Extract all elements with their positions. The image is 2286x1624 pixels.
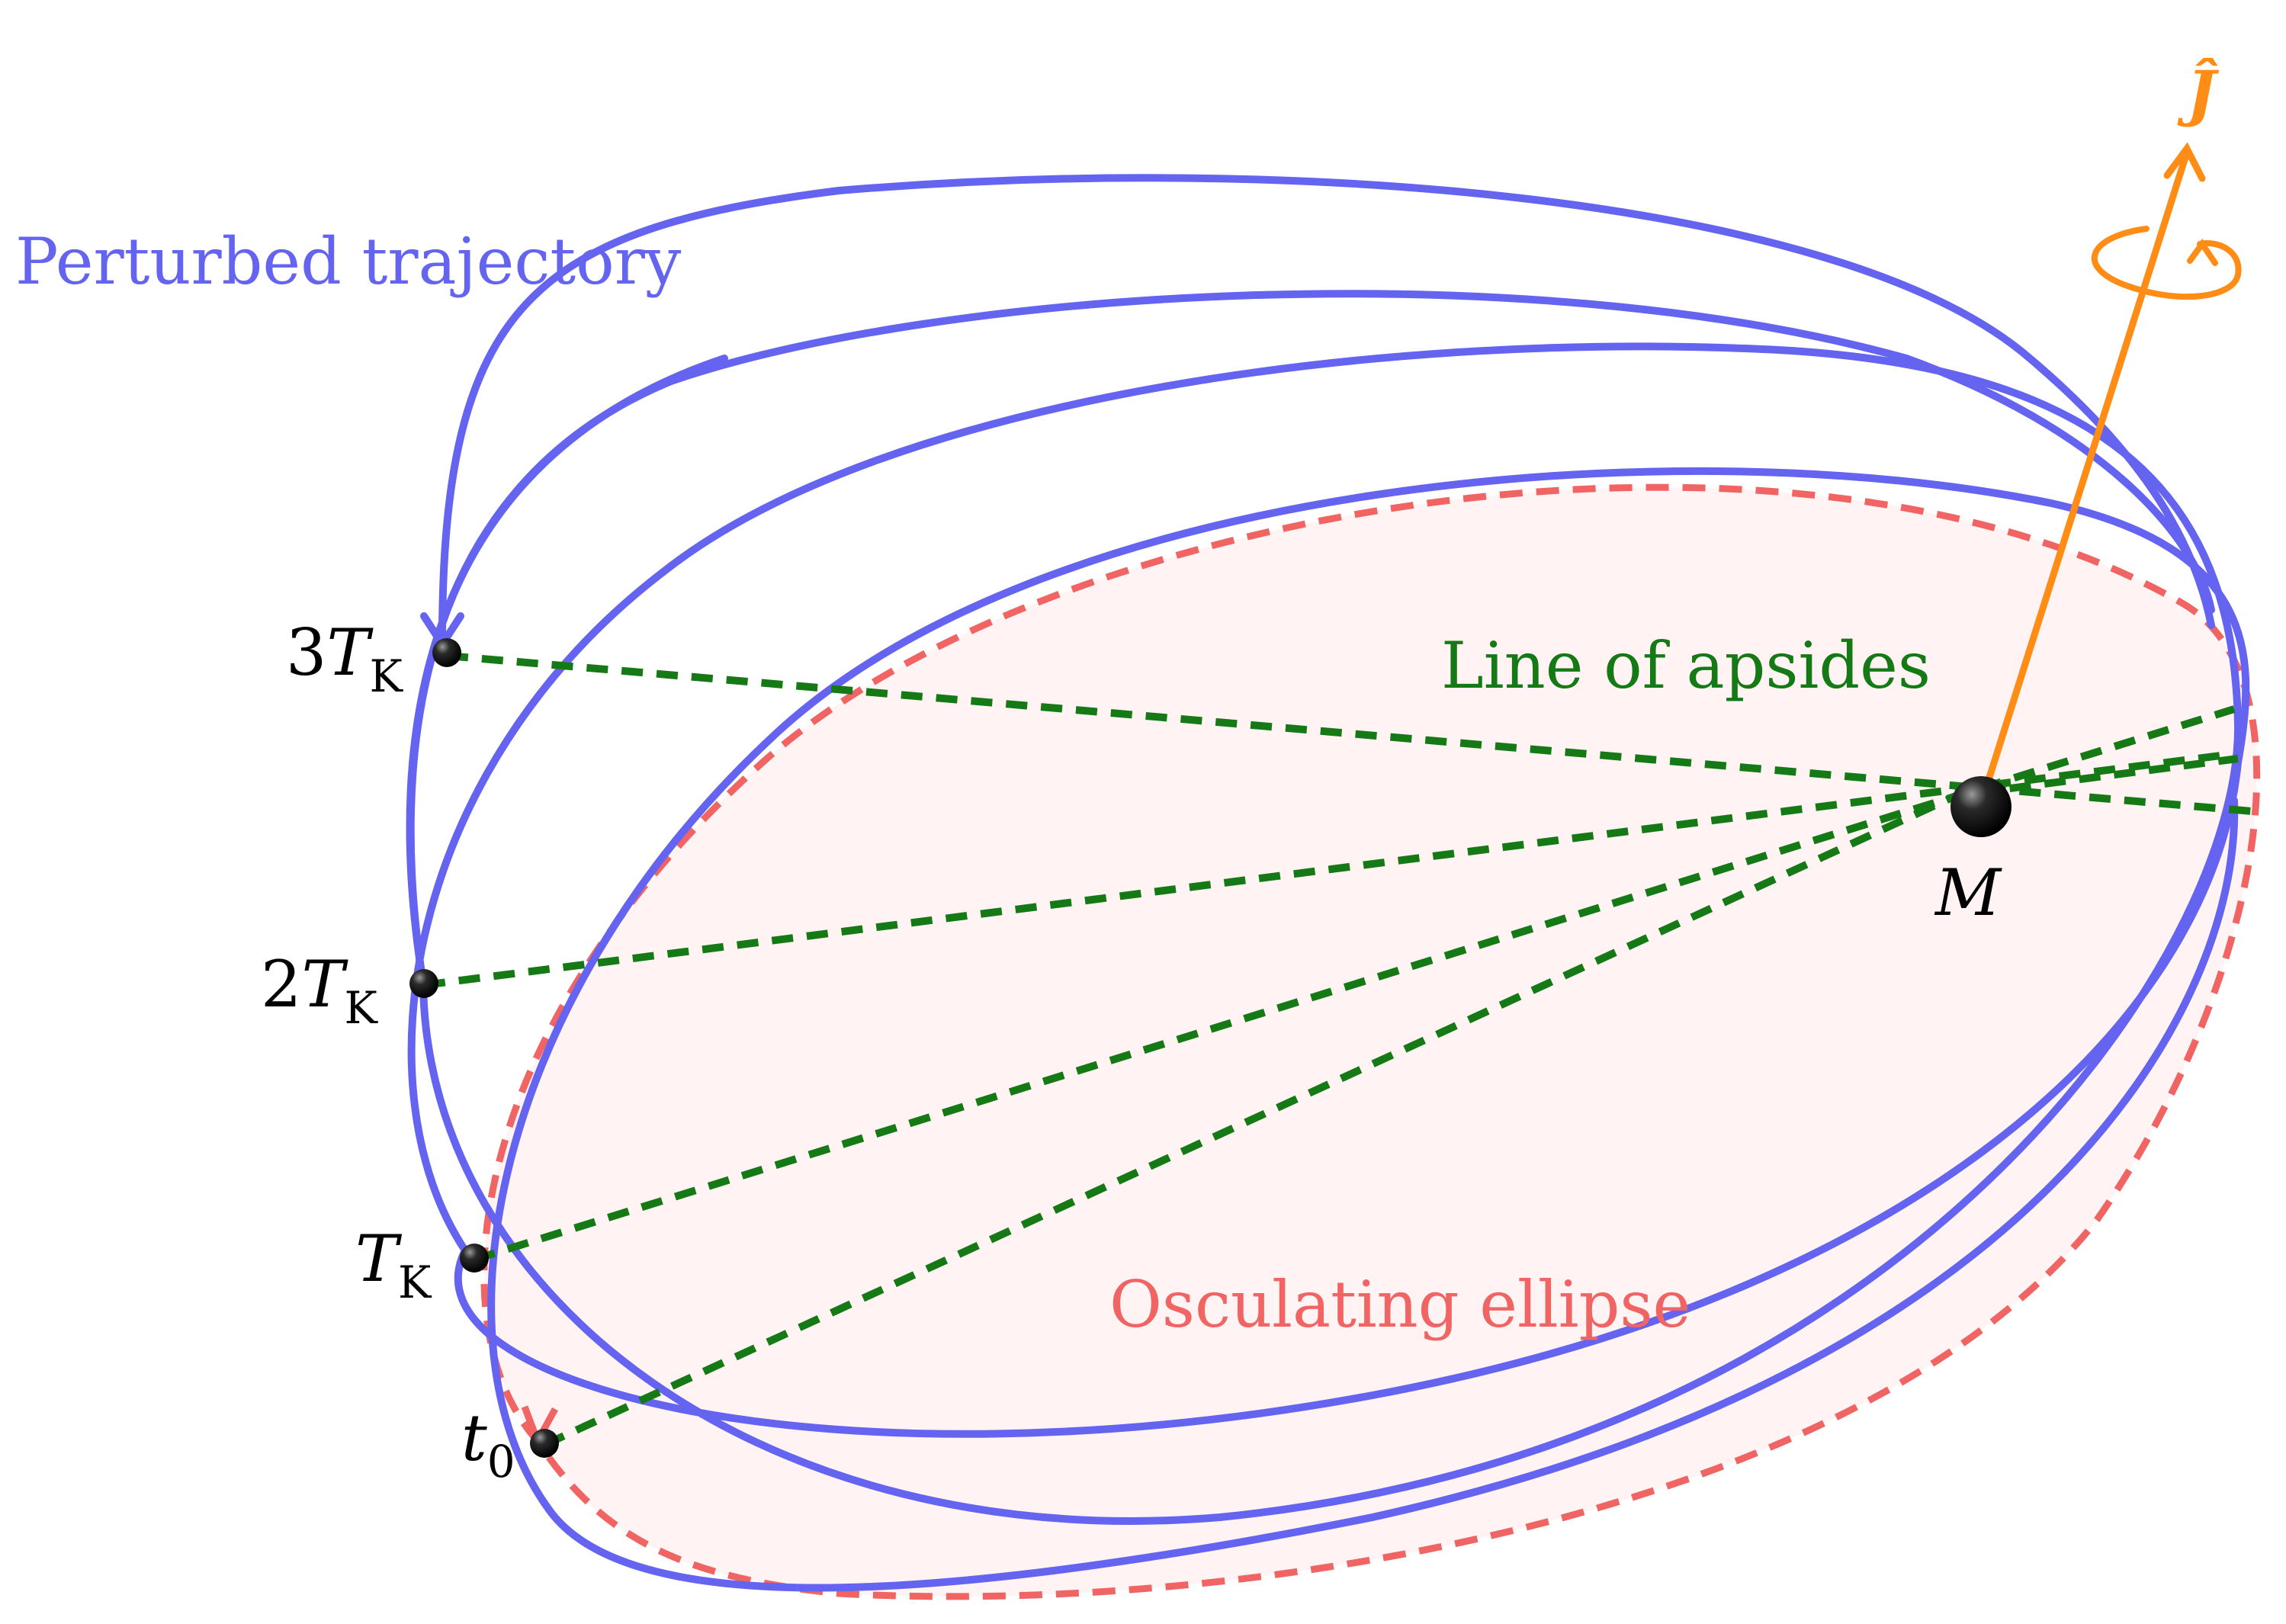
central-mass: [1950, 776, 2011, 837]
central-mass-label: M: [1934, 855, 2002, 930]
time-marker-dot-3tk: [432, 638, 461, 667]
time-marker-dot-t0: [530, 1429, 559, 1458]
perturbed-trajectory-label: Perturbed trajectory: [15, 224, 682, 299]
time-marker-dot-2tk: [409, 969, 438, 998]
osculating-ellipse-label: Osculating ellipse: [1109, 1267, 1690, 1342]
spin-axis-label: Ĵ: [2177, 57, 2220, 129]
time-marker-label-2tk: 2TK: [261, 947, 378, 1034]
spin-axis: [1979, 142, 2242, 803]
perturbed-trajectory: [406, 174, 2250, 1592]
time-marker-label-t0: t0: [461, 1401, 515, 1488]
time-marker-label-3tk: 3TK: [286, 615, 403, 702]
time-marker-label-tk: TK: [355, 1221, 432, 1308]
osculating-ellipse: [480, 483, 2261, 1600]
time-marker-dot-tk: [460, 1244, 489, 1273]
line-of-apsides: [423, 652, 2262, 1449]
line-of-apsides-label: Line of apsides: [1441, 628, 1931, 703]
